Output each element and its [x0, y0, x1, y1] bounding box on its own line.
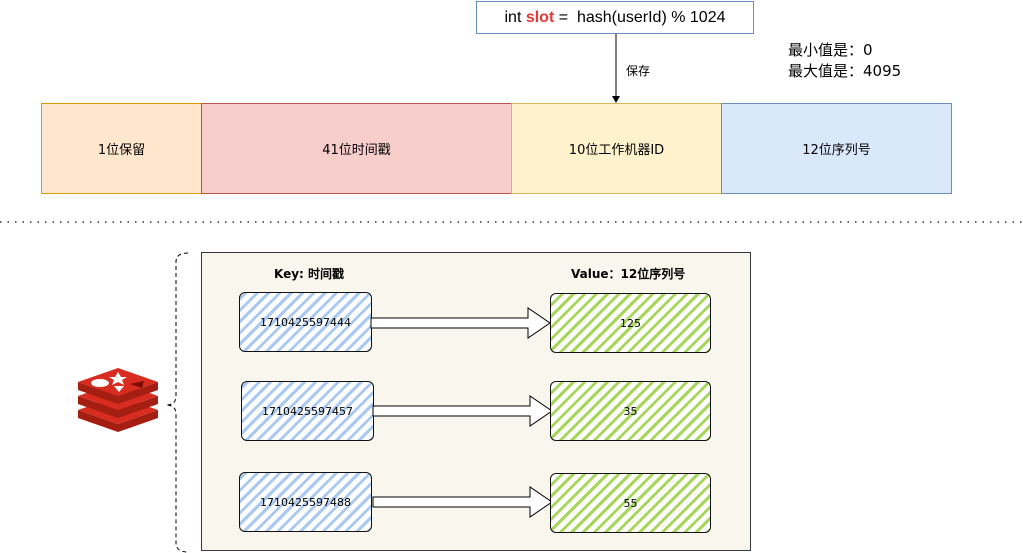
- segment-sequence: 12位序列号: [721, 103, 952, 194]
- formula-prefix: int: [504, 8, 526, 26]
- value-box: 35: [550, 381, 711, 441]
- save-arrow-head: [612, 96, 620, 103]
- key-text: 1710425597488: [260, 495, 351, 509]
- segment-label: 1位保留: [97, 143, 146, 158]
- value-box: 125: [550, 293, 711, 353]
- key-box: 1710425597488: [239, 472, 372, 532]
- segment-timestamp: 41位时间戳: [201, 103, 512, 194]
- value-box: 55: [550, 473, 711, 533]
- value-text: 125: [620, 316, 641, 330]
- value-text: 35: [623, 404, 638, 418]
- range-info: 最小值是：0 最大值是：4095: [788, 40, 901, 82]
- key-text: 1710425597444: [260, 315, 351, 329]
- formula-suffix: = hash(userId) % 1024: [554, 8, 726, 26]
- value-text: 55: [623, 496, 638, 510]
- max-value: 4095: [863, 62, 902, 80]
- min-label: 最小值是：: [788, 41, 864, 59]
- key-text: 1710425597457: [262, 404, 353, 418]
- value-header: Value：12位序列号: [571, 267, 686, 281]
- segment-worker-id: 10位工作机器ID: [511, 103, 722, 194]
- panel-bracket: [165, 252, 189, 553]
- formula-box: int slot = hash(userId) % 1024: [476, 1, 754, 34]
- segment-label: 12位序列号: [802, 143, 871, 158]
- segment-label: 10位工作机器ID: [568, 143, 665, 158]
- key-box: 1710425597457: [241, 381, 374, 441]
- segment-reserved: 1位保留: [41, 103, 202, 194]
- formula-slot-keyword: slot: [525, 8, 555, 26]
- redis-logo-icon: [78, 368, 158, 432]
- min-value: 0: [863, 41, 873, 59]
- segment-label: 41位时间戳: [322, 143, 391, 158]
- max-label: 最大值是：: [788, 62, 864, 80]
- key-header: Key: 时间戳: [274, 267, 345, 281]
- key-box: 1710425597444: [239, 292, 372, 352]
- key-value-arrow: [372, 486, 553, 518]
- min-value-line: 最小值是：0: [788, 40, 901, 61]
- save-label: 保存: [626, 64, 651, 78]
- max-value-line: 最大值是：4095: [788, 61, 901, 82]
- key-value-arrow: [370, 307, 551, 339]
- key-value-arrow: [372, 395, 553, 427]
